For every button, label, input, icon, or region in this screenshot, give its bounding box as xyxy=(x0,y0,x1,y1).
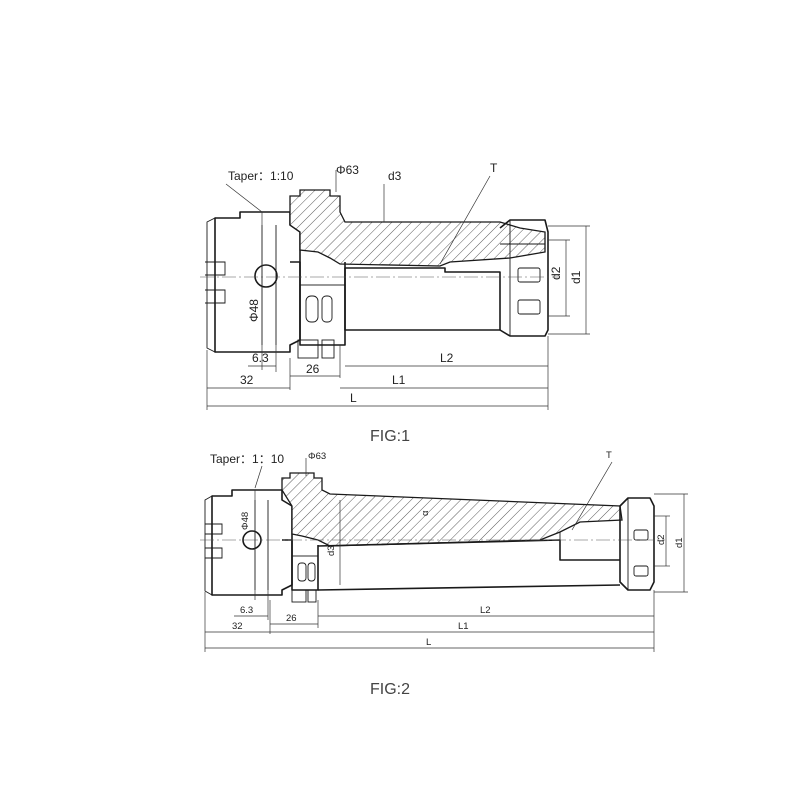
fig1-taper-label: Taper：1:10 xyxy=(228,169,294,183)
fig2-tool-holder xyxy=(204,472,655,603)
fig1-dim-26: 26 xyxy=(306,362,320,376)
fig2-phi63-label: Φ63 xyxy=(308,451,326,462)
fig2-dim-l1: L1 xyxy=(458,621,469,632)
fig2-d1-label: d1 xyxy=(674,537,685,548)
fig1-labels: Taper：1:10 Φ63 d3 T Φ48 d2 d1 6.3 L2 32 … xyxy=(228,161,583,445)
fig1-collet-nut xyxy=(499,219,549,337)
fig1-dimensions xyxy=(206,170,590,410)
fig2-taper-lower xyxy=(317,584,621,591)
fig1-tool-holder xyxy=(205,189,549,359)
fig1-drive-hole xyxy=(254,264,278,288)
fig2-dim-6-3: 6.3 xyxy=(240,605,253,616)
fig2-body-section xyxy=(281,472,623,547)
fig2-d2-label: d2 xyxy=(656,534,667,545)
fig2-t-label: T xyxy=(606,450,612,461)
fig2-collet-nut xyxy=(619,497,655,591)
fig2-taper-label: Taper：1：10 xyxy=(210,452,284,466)
fig1-caption: FIG:1 xyxy=(370,428,410,445)
fig2-dimensions xyxy=(204,458,688,652)
fig2-caption: FIG:2 xyxy=(370,681,410,698)
fig2-dim-l2: L2 xyxy=(480,605,491,616)
fig1-t-label: T xyxy=(490,161,498,175)
fig1-dim-l: L xyxy=(350,391,357,405)
fig2-dim-26: 26 xyxy=(286,613,297,624)
fig1-phi63-label: Φ63 xyxy=(336,163,359,177)
fig1-phi48-label: Φ48 xyxy=(247,299,261,322)
fig1-dim-32: 32 xyxy=(240,373,254,387)
fig2-alpha-label: α xyxy=(420,510,431,516)
fig1-dim-l1: L1 xyxy=(392,373,406,387)
fig1-dim-l2: L2 xyxy=(440,351,454,365)
fig2-hsk-shank xyxy=(211,489,293,596)
fig2-phi48-label: Φ48 xyxy=(240,512,251,530)
fig1-dim-6-3: 6.3 xyxy=(252,351,269,365)
fig1-d1-label: d1 xyxy=(569,270,583,284)
fig2-dim-l: L xyxy=(426,637,431,648)
fig2-d3-label: d3 xyxy=(326,545,337,556)
fig1-d3-label: d3 xyxy=(388,169,402,183)
fig2-dim-32: 32 xyxy=(232,621,243,632)
fig2-labels: Taper：1：10 Φ63 T Φ48 d3 α d2 d1 6.3 L2 3… xyxy=(210,450,685,698)
fig1-d2-label: d2 xyxy=(549,266,563,280)
fig1-body-section xyxy=(289,189,546,267)
